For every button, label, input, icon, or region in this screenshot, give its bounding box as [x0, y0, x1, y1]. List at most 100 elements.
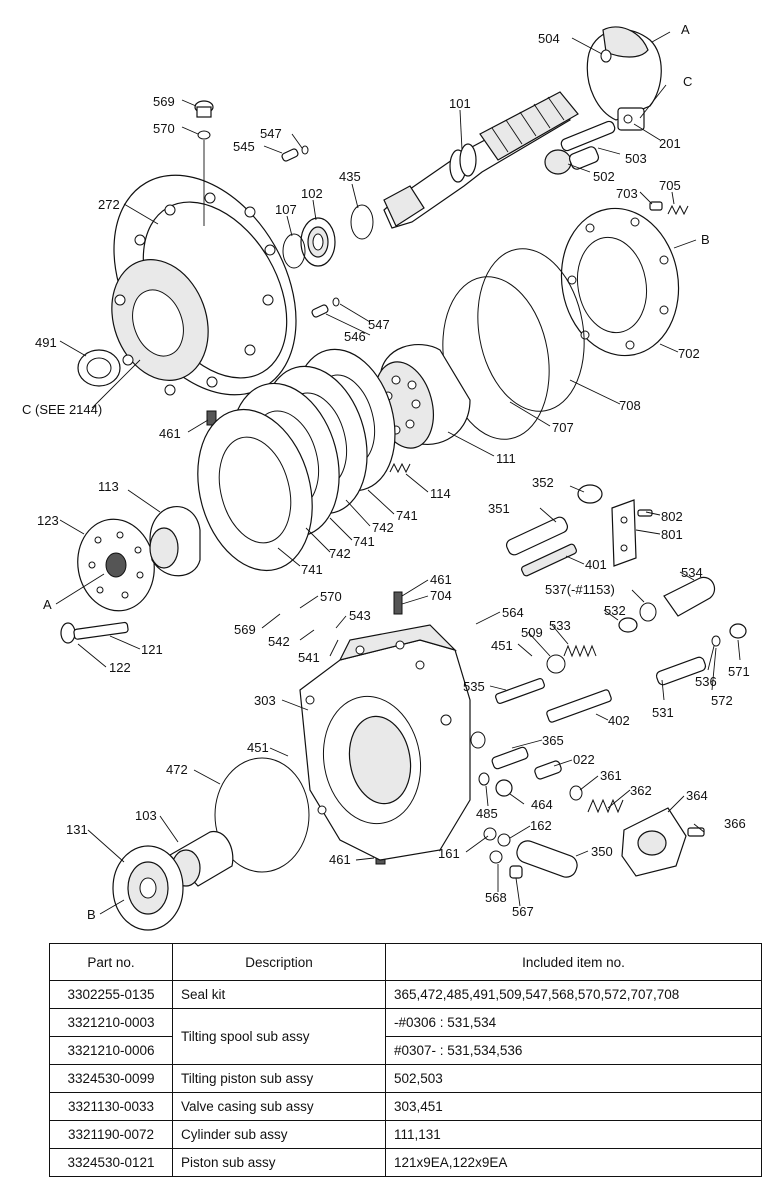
label-571: 571 [728, 664, 750, 679]
table-row: 3321210-0006 #0307- : 531,534,536 [49, 1036, 762, 1065]
part-703-705-spring [649, 201, 689, 216]
label-272: 272 [98, 197, 120, 212]
parts-kit-table: Part no. Description Included item no. 3… [49, 943, 762, 1177]
label-802: 802 [661, 509, 683, 524]
label-564: 564 [502, 605, 524, 620]
cell-included: 121x9EA,122x9EA [385, 1148, 762, 1177]
label-705: 705 [659, 178, 681, 193]
label-572: 572 [711, 693, 733, 708]
label-131: 131 [66, 822, 88, 837]
part-741-742-plates [197, 348, 396, 572]
part-472-oring [214, 757, 310, 873]
cell-part-no: 3321190-0072 [49, 1120, 173, 1149]
cell-part-no: 3321210-0006 [49, 1036, 173, 1065]
exploded-parts-diagram: A 504 C 201 101 503 502 569 570 547 545 … [22, 22, 750, 931]
label-542: 542 [268, 634, 290, 649]
part-531-532-533-536 [495, 623, 747, 705]
label-569-mid: 569 [234, 622, 256, 637]
label-402: 402 [608, 713, 630, 728]
label-536: 536 [695, 674, 717, 689]
part-113-holder [149, 506, 201, 577]
label-541: 541 [298, 650, 320, 665]
label-801: 801 [661, 527, 683, 542]
label-741-c: 741 [301, 562, 323, 577]
part-114-spring [389, 462, 411, 474]
label-C-top: C [683, 74, 692, 89]
cell-description: Tilting spool sub assy [172, 1008, 386, 1065]
label-361: 361 [600, 768, 622, 783]
table-row: 3321130-0033 Valve casing sub assy 303,4… [49, 1092, 762, 1121]
label-102: 102 [301, 186, 323, 201]
part-101-shaft [383, 91, 579, 229]
label-543: 543 [349, 608, 371, 623]
cell-description: Tilting piston sub assy [172, 1064, 386, 1093]
part-303-valve-casing [299, 624, 471, 861]
table-row: 3321190-0072 Cylinder sub assy 111,131 [49, 1120, 762, 1149]
label-350: 350 [591, 844, 613, 859]
part-361-362-spring [569, 785, 624, 814]
label-742-b: 742 [329, 546, 351, 561]
cell-included: #0307- : 531,534,536 [385, 1036, 762, 1065]
label-461-top: 461 [159, 426, 181, 441]
label-103: 103 [135, 808, 157, 823]
part-350-161-162-567-568 [483, 827, 578, 879]
part-351-352-401 [505, 484, 653, 577]
label-123: 123 [37, 513, 59, 528]
label-113: 113 [98, 479, 119, 494]
cell-included: -#0306 : 531,534 [385, 1008, 762, 1037]
label-707: 707 [552, 420, 574, 435]
label-546: 546 [344, 329, 366, 344]
cell-description: Piston sub assy [172, 1148, 386, 1177]
part-labels: A 504 C 201 101 503 502 569 570 547 545 … [22, 22, 750, 922]
label-537: 537(-#1153) [545, 582, 615, 597]
label-464: 464 [531, 797, 553, 812]
table-row: 3324530-0121 Piston sub assy 121x9EA,122… [49, 1148, 762, 1177]
cell-description: Cylinder sub assy [172, 1120, 386, 1149]
label-533: 533 [549, 618, 571, 633]
label-742-a: 742 [372, 520, 394, 535]
label-161: 161 [438, 846, 460, 861]
header-part-no: Part no. [49, 943, 173, 981]
part-123-retainer [77, 518, 155, 612]
label-351: 351 [488, 501, 510, 516]
part-201-swash [586, 26, 662, 131]
label-535: 535 [463, 679, 485, 694]
cell-included: 303,451 [385, 1092, 762, 1121]
cell-part-no: 3321130-0033 [49, 1092, 173, 1121]
part-131-valve-plate [112, 845, 184, 931]
label-569-top: 569 [153, 94, 175, 109]
cell-part-no: 3324530-0121 [49, 1148, 173, 1177]
label-545: 545 [233, 139, 255, 154]
label-547-top: 547 [260, 126, 282, 141]
label-101: 101 [449, 96, 471, 111]
part-121-122-piston [60, 621, 129, 644]
table-row: 3324530-0099 Tilting piston sub assy 502… [49, 1064, 762, 1093]
label-352: 352 [532, 475, 554, 490]
cell-description: Seal kit [172, 980, 386, 1009]
part-272-casing [111, 174, 297, 396]
label-567: 567 [512, 904, 534, 919]
table-header-row: Part no. Description Included item no. [49, 943, 762, 981]
label-111: 111 [496, 451, 516, 466]
part-364-cover [621, 807, 705, 877]
label-509: 509 [521, 625, 543, 640]
part-534-spool [618, 576, 715, 633]
cell-part-no: 3324530-0099 [49, 1064, 173, 1093]
label-022: 022 [573, 752, 595, 767]
label-741-a: 741 [396, 508, 418, 523]
label-532: 532 [604, 603, 626, 618]
label-568: 568 [485, 890, 507, 905]
header-description: Description [172, 943, 386, 981]
cell-included: 365,472,485,491,509,547,568,570,572,707,… [385, 980, 762, 1009]
label-A-left: A [43, 597, 52, 612]
label-547-mid: 547 [368, 317, 390, 332]
label-114: 114 [430, 486, 451, 501]
label-472: 472 [166, 762, 188, 777]
label-435: 435 [339, 169, 361, 184]
label-704: 704 [430, 588, 452, 603]
part-102-107-435-bearing [282, 204, 374, 269]
label-703: 703 [616, 186, 638, 201]
label-485: 485 [476, 806, 498, 821]
label-366: 366 [724, 816, 746, 831]
part-569-570-plug [194, 100, 214, 226]
